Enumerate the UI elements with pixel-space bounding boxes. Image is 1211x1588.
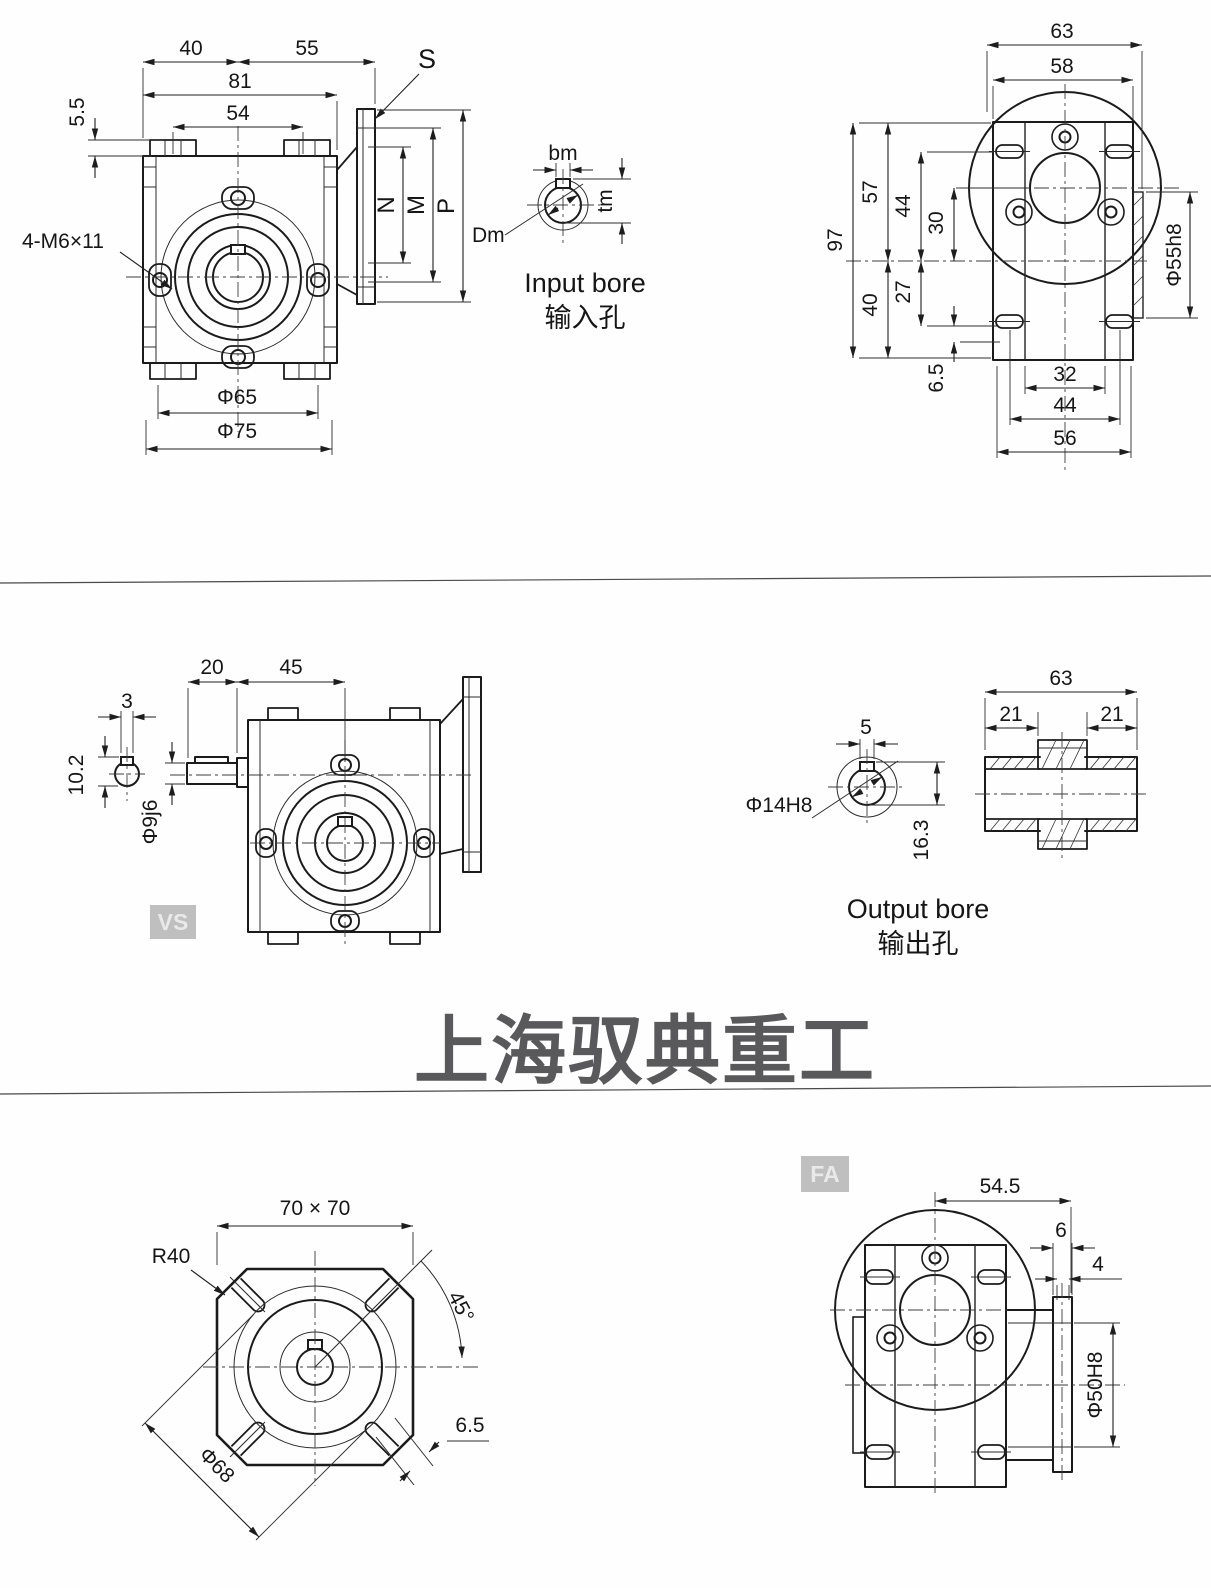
dim-54-label: 54 [226, 102, 250, 125]
company-watermark: 上海驭典重工 [414, 1009, 876, 1093]
dim-phi55-label: Φ55h8 [1163, 223, 1186, 286]
fa-tag-box [801, 1156, 849, 1192]
bolt-callout-label: 4-M6×11 [22, 230, 104, 253]
dim-30-label: 30 [925, 211, 948, 234]
front-view: 40 55 81 54 5.5 S 4-M6×11 N M P Φ65 Φ75 [22, 37, 471, 455]
square-flange-view: 70 × 70 R40 45° 6.5 Φ68 [141, 1197, 489, 1541]
dim-m-label: M [403, 195, 430, 215]
section-divider-top [0, 575, 1211, 584]
dim-45deg-label: 45° [443, 1288, 478, 1327]
vs-flange-plate [462, 676, 482, 873]
dim-phi9-label: Φ9j6 [139, 800, 162, 845]
dim-27-label: 27 [892, 280, 915, 303]
output-shaft-section: 63 21 21 [975, 667, 1147, 858]
output-flange-plate [1052, 1296, 1073, 1473]
dim-63-label: 63 [1050, 20, 1073, 43]
dim-63-shaft-label: 63 [1049, 667, 1072, 690]
dim-32-label: 32 [1053, 363, 1076, 386]
dim-44-bottom-label: 44 [1053, 394, 1077, 417]
dim-16-3-label: 16.3 [910, 820, 933, 861]
input-bore-title-en: Input bore [524, 268, 646, 298]
dim-bm-label: bm [548, 142, 577, 165]
dim-21-left-label: 21 [999, 703, 1022, 726]
vs-tag-box [150, 905, 196, 939]
dim-5-5-label: 5.5 [66, 97, 89, 126]
dim-21-right-label: 21 [1100, 703, 1123, 726]
flange-outline [215, 1267, 415, 1467]
dim-phi50-label: Φ50H8 [1084, 1352, 1107, 1419]
dim-phi75-label: Φ75 [217, 420, 257, 443]
output-bore-title-zh: 输出孔 [878, 929, 959, 959]
fa-view: FA [801, 1156, 1125, 1495]
dim-45-label: 45 [279, 656, 302, 679]
dim-6-5-side-label: 6.5 [925, 363, 948, 392]
dim-81-label: 81 [228, 70, 251, 93]
fa-tag-label: FA [810, 1161, 839, 1187]
dim-p-label: P [433, 198, 460, 214]
dim-phi65-label: Φ65 [217, 386, 257, 409]
input-shaft [186, 762, 238, 785]
fa-body-outline [864, 1244, 1007, 1488]
side-view: 63 58 97 57 44 30 40 27 6.5 Φ55h8 32 44 … [824, 20, 1198, 472]
input-bore-detail: bm tm Dm Input bore 输入孔 [472, 142, 646, 333]
output-bore-title-en: Output bore [847, 894, 990, 924]
dim-97-label: 97 [824, 228, 847, 251]
dim-10-2-label: 10.2 [65, 755, 88, 796]
dim-54-5-label: 54.5 [980, 1175, 1021, 1198]
input-flange-plate [356, 108, 376, 305]
dim-4-label: 4 [1092, 1253, 1104, 1276]
vs-body-outline [247, 719, 441, 933]
dim-r40-label: R40 [152, 1245, 191, 1268]
dim-phi14-label: Φ14H8 [746, 794, 813, 817]
dim-70x70-label: 70 × 70 [280, 1197, 351, 1220]
dim-58-label: 58 [1050, 55, 1073, 78]
section-divider-bottom [0, 1085, 1211, 1095]
dim-56-label: 56 [1053, 427, 1076, 450]
shaft-key [194, 756, 229, 764]
vs-tag-label: VS [158, 909, 189, 935]
dim-57-label: 57 [859, 180, 882, 203]
dim-6-label: 6 [1055, 1219, 1067, 1242]
s-label: S [418, 44, 436, 74]
dim-40-label: 40 [179, 37, 202, 60]
dim-40-side-label: 40 [859, 293, 882, 316]
input-bore-title-zh: 输入孔 [545, 303, 626, 333]
dim-20-label: 20 [200, 656, 223, 679]
vs-view: VS 20 45 3 10.2 Φ9j6 [65, 656, 482, 947]
dim-5-label: 5 [860, 716, 872, 739]
dim-n-label: N [373, 196, 400, 213]
dim-55-label: 55 [295, 37, 318, 60]
dim-tm-label: tm [594, 189, 617, 212]
dim-44-left-label: 44 [892, 194, 915, 218]
output-bore-detail: 5 Φ14H8 16.3 Output bore 输出孔 [746, 716, 990, 959]
dim-dm-label: Dm [472, 224, 505, 247]
dim-6-5-flange-label: 6.5 [455, 1414, 484, 1437]
dim-3-label: 3 [121, 690, 133, 713]
